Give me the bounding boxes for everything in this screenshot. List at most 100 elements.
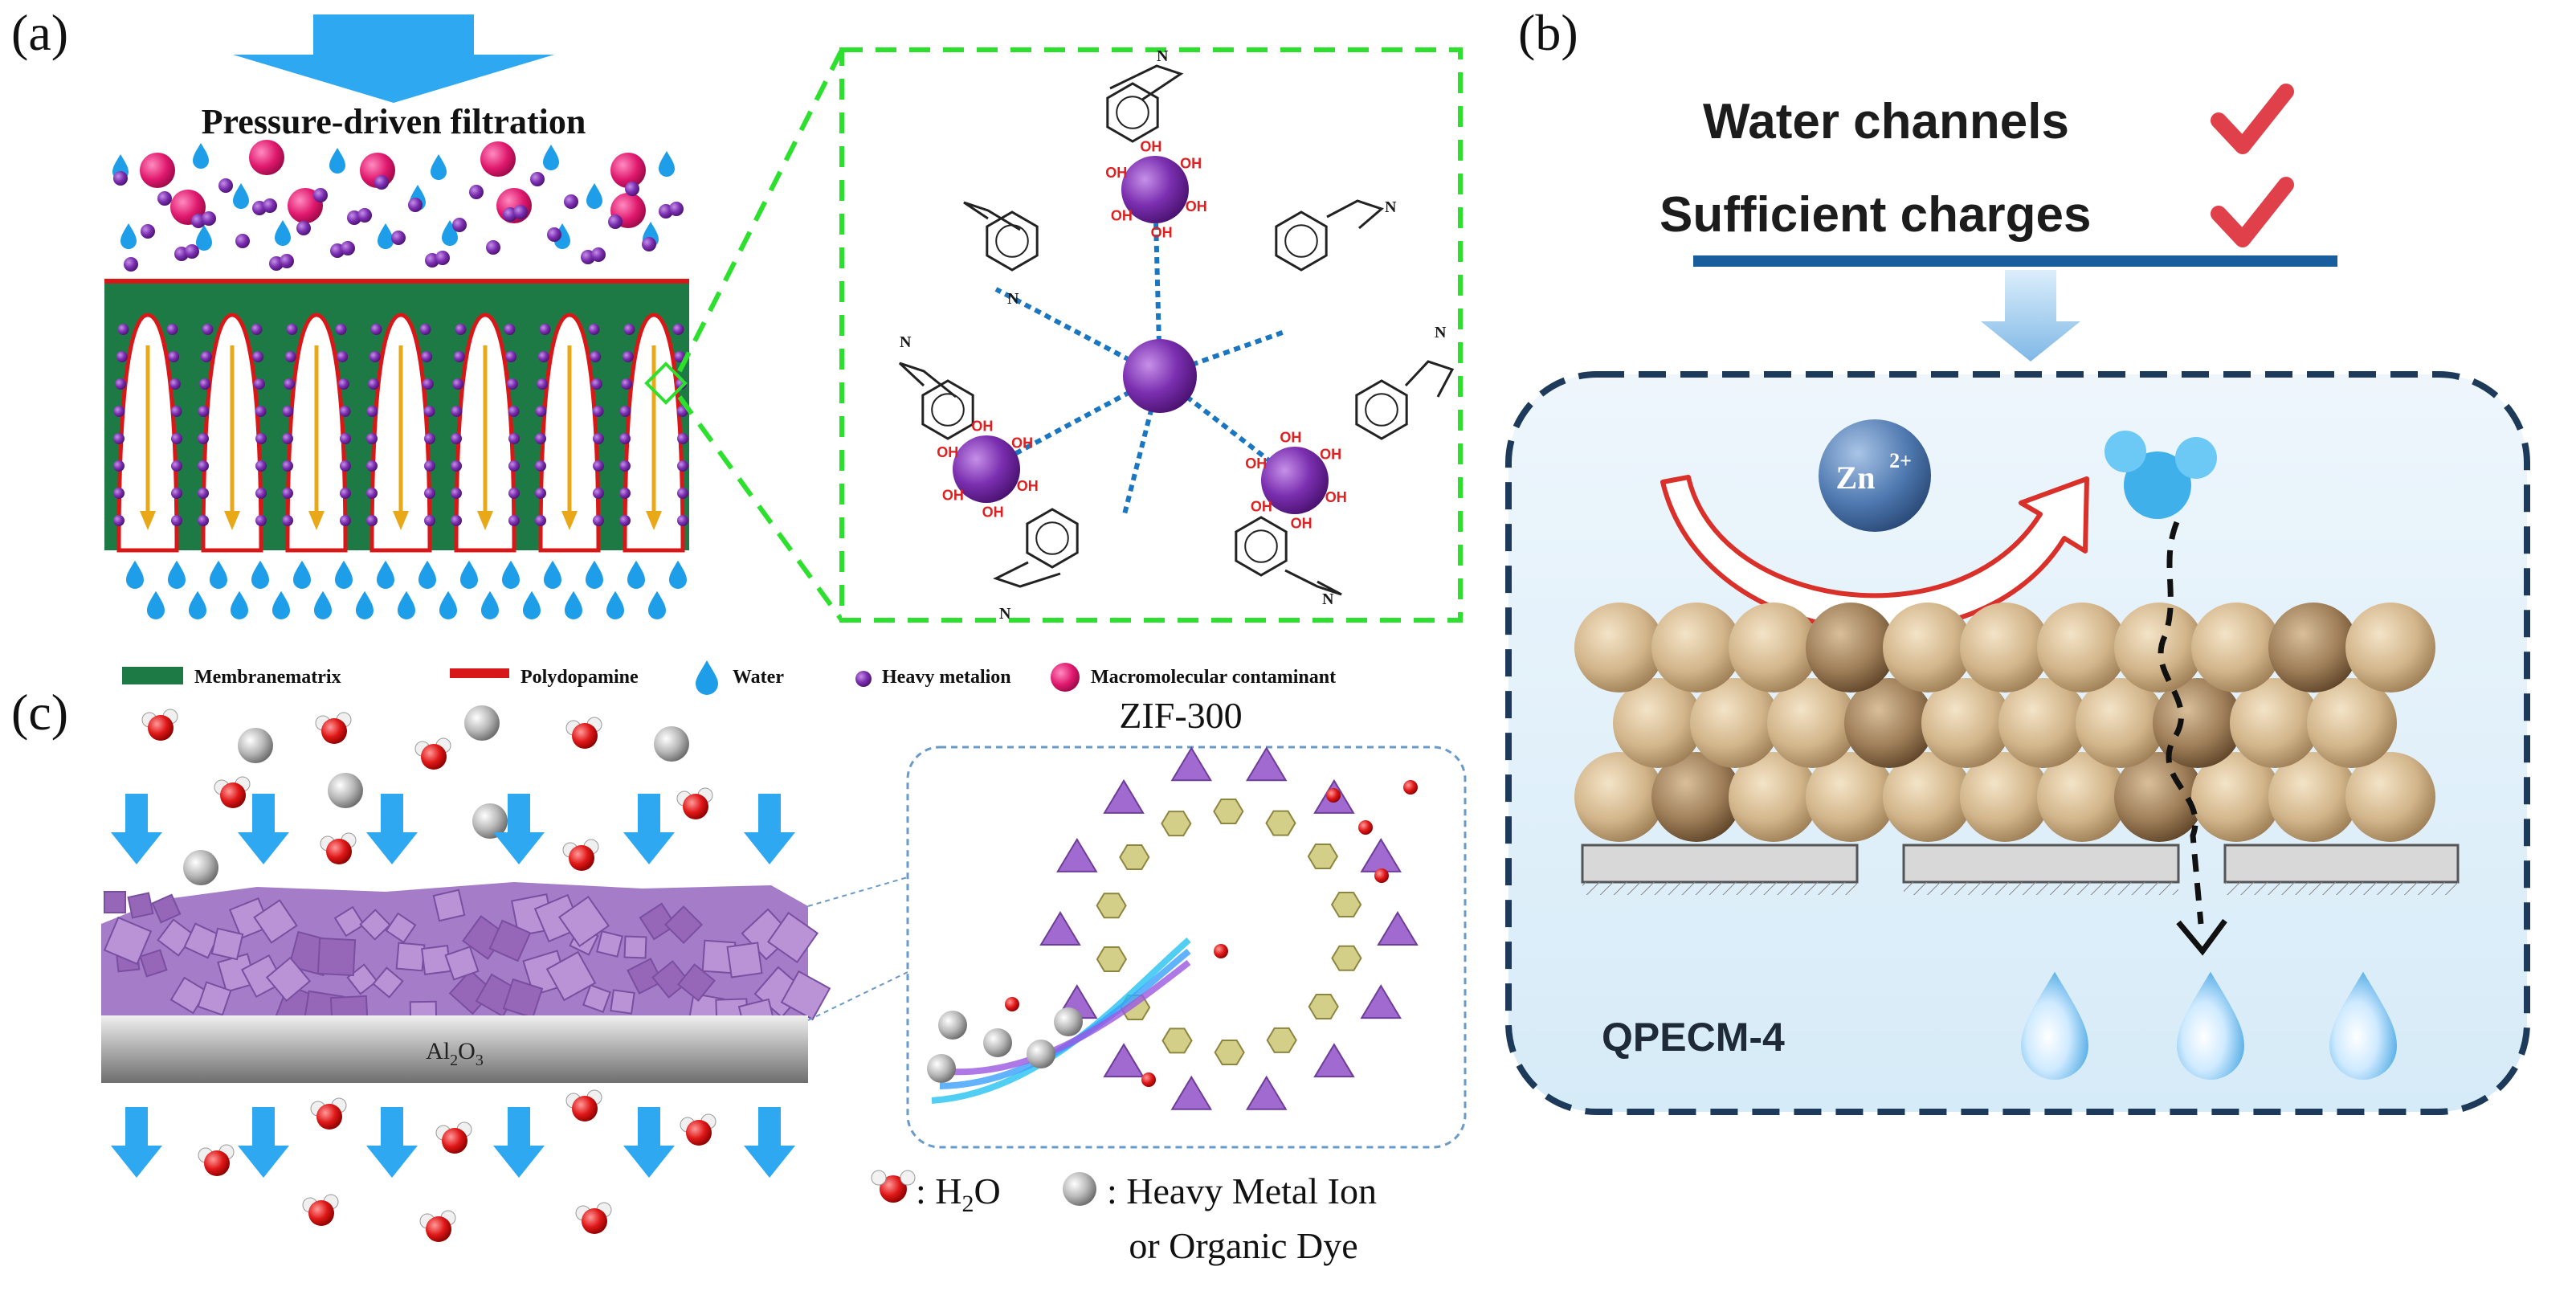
adsorbed-ion (506, 378, 518, 390)
membrane-bead (2191, 752, 2281, 842)
adsorbed-ion (621, 378, 633, 390)
adsorbed-ion (423, 406, 435, 417)
water-molecule (572, 1096, 598, 1121)
imidazolate-linker (1119, 844, 1150, 870)
adsorbed-ion (535, 433, 546, 444)
adsorbed-ion (169, 378, 181, 390)
membrane-bead (1806, 752, 1896, 842)
panel-a: (a) Pressure-driven filtration NNNNNNNOH… (11, 4, 1463, 695)
tetrahedral-node (1103, 778, 1145, 814)
adsorbed-ion (619, 515, 631, 526)
nitrogen-label: N (1157, 47, 1169, 65)
flow-arrows (111, 794, 795, 1178)
adsorbed-ion (366, 406, 378, 417)
heavy-metal-ion (1054, 1007, 1083, 1036)
water-drop-icon (586, 560, 603, 589)
imidazolate-linker (1214, 1039, 1245, 1065)
legend-ion-icon (1063, 1172, 1096, 1206)
adsorbed-ion (113, 433, 125, 444)
aromatic-circle (931, 393, 965, 427)
adsorbed-ion (588, 324, 600, 335)
nitrogen-label: N (1435, 324, 1447, 341)
zif-crystal (488, 919, 532, 962)
substrate-label-al: Al (426, 1038, 450, 1064)
zn-ion: Zn 2+ (1819, 419, 1931, 532)
pyrrolidine-ring (1109, 64, 1184, 101)
adsorbed-ion (335, 324, 347, 335)
adsorbed-ion (171, 515, 182, 526)
adsorbed-ion (535, 460, 546, 472)
tetrahedral-node (1039, 911, 1081, 946)
adsorbed-ion (451, 515, 462, 526)
water-drop-icon (189, 590, 206, 619)
water-drop-icon (356, 590, 374, 619)
imidazolate-linker (1308, 994, 1339, 1020)
membrane-bead (1651, 603, 1741, 692)
flow-arrow (623, 794, 675, 864)
imidazolate-linker (1161, 811, 1192, 837)
heavy-metal-ion (513, 205, 528, 219)
water-drop-icon (481, 590, 499, 619)
membrane-bead (1806, 603, 1896, 692)
legend-h2o-end: O (974, 1170, 1001, 1211)
hydroxyl-label: OH (971, 418, 993, 434)
membrane-bead (1960, 603, 2050, 692)
check-icon (2211, 177, 2294, 247)
adsorbed-ion (421, 351, 433, 362)
zif-300-layer (101, 882, 831, 1038)
heavy-metal-ion (464, 705, 500, 741)
adsorbed-ion (284, 378, 296, 390)
adsorbed-ion (337, 351, 349, 362)
adsorbed-ion (592, 406, 604, 417)
benzene-ring (1026, 508, 1079, 569)
membrane-bead (1844, 678, 1934, 768)
adsorbed-ion (593, 460, 604, 472)
macromolecule (140, 153, 175, 188)
zif-crystal (651, 960, 690, 999)
zif-crystal (265, 956, 312, 1003)
legend-membrane-text: Membranematrix (194, 667, 341, 688)
membrane-bead (2076, 678, 2166, 768)
legend-heavy-metal-text: Heavy metalion (882, 667, 1011, 688)
heavy-metal-ion (435, 251, 450, 265)
membrane-bead (2037, 752, 2127, 842)
adsorbed-ion (619, 460, 631, 472)
tetrahedral-node (1170, 1075, 1213, 1110)
water-drop-icon (210, 560, 227, 589)
adsorbed-ion (677, 433, 688, 444)
flow-arrowhead (393, 511, 409, 530)
heavy-metal-ion (235, 234, 250, 248)
flow-arrowhead (477, 511, 493, 530)
tetrahedral-node (1377, 911, 1419, 946)
permeate-drops (2021, 971, 2397, 1080)
heavy-metal-ion (1027, 1040, 1055, 1068)
coordination-bond (1153, 189, 1162, 377)
membrane-bead (2307, 678, 2397, 768)
aromatic-circle (1284, 224, 1318, 258)
benzene-ring (986, 210, 1039, 272)
adsorbed-ion (168, 351, 180, 362)
membrane-bead (1729, 752, 1819, 842)
feed-particles (112, 140, 684, 272)
water-molecule (148, 715, 174, 741)
adsorbed-ion (198, 460, 209, 472)
panel-b: (b) Water channels Sufficient charges Zn… (1505, 4, 2530, 1115)
inset-line-bottom (807, 971, 908, 1021)
adsorbed-ion (451, 433, 462, 444)
membrane-bead (1883, 752, 1973, 842)
adsorbed-ion (672, 324, 684, 335)
water-molecule (686, 1120, 712, 1146)
imidazolate-linker (1331, 945, 1362, 971)
heavy-metal-ion (530, 172, 545, 186)
adsorbed-ion (200, 351, 212, 362)
macromolecule (480, 141, 516, 177)
zif-crystal (210, 927, 244, 961)
adsorbed-ion (284, 351, 296, 362)
legend-macromolecule-icon (1051, 663, 1080, 692)
zif-crystal (139, 949, 168, 978)
legend-water-text: Water (733, 667, 784, 688)
imidazolate-linker (1265, 810, 1296, 836)
legend-ion-text: : Heavy Metal Ion (1107, 1170, 1377, 1211)
adsorbed-ion (113, 406, 125, 417)
adsorbed-ion (593, 515, 604, 526)
